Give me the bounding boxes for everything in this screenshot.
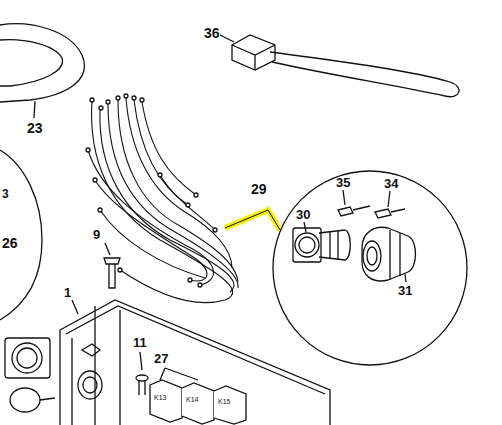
relay-label: K13 [153, 394, 167, 401]
receptacle-connector [293, 228, 350, 262]
screw [136, 375, 148, 395]
wire-terminals [86, 94, 217, 287]
leader-line [72, 300, 78, 314]
wire-harness [88, 98, 238, 303]
leader-line [304, 222, 306, 232]
leader-line [220, 35, 234, 42]
contact-pins [338, 206, 405, 218]
round-part [0, 150, 42, 320]
callout-number: 1 [64, 286, 71, 299]
dish-inner [0, 40, 62, 86]
chassis [60, 300, 330, 425]
leader-line [165, 368, 198, 380]
leader-line [105, 243, 110, 255]
callout-number: 29 [251, 182, 267, 196]
leader-line [34, 101, 35, 118]
highlight-leader [225, 210, 280, 230]
leader-line [140, 352, 142, 370]
callout-number: 26 [2, 236, 18, 250]
relay-label: K15 [217, 398, 231, 405]
dish-outline [0, 24, 84, 102]
callout-number: 9 [93, 228, 100, 241]
inset-circle [273, 171, 467, 365]
leader-line [405, 274, 406, 282]
relays [150, 380, 246, 424]
leader-line [225, 210, 280, 230]
callout-number: 3 [2, 188, 9, 200]
relay-label: K14 [185, 396, 199, 403]
leader-line [160, 368, 165, 380]
plug-connector [362, 227, 416, 281]
callout-number: 31 [398, 284, 412, 297]
callout-number: 11 [133, 336, 147, 349]
callout-number: 35 [336, 176, 350, 189]
leader-line [343, 190, 345, 205]
leader-line [388, 191, 390, 207]
callout-number: 30 [296, 208, 310, 221]
panel-connector [5, 338, 55, 412]
bolt [104, 258, 120, 288]
callout-number: 34 [384, 177, 398, 190]
callout-number: 36 [204, 26, 220, 40]
cable-clip [232, 35, 459, 97]
callout-number: 27 [154, 352, 168, 365]
callout-number: 23 [27, 121, 43, 135]
